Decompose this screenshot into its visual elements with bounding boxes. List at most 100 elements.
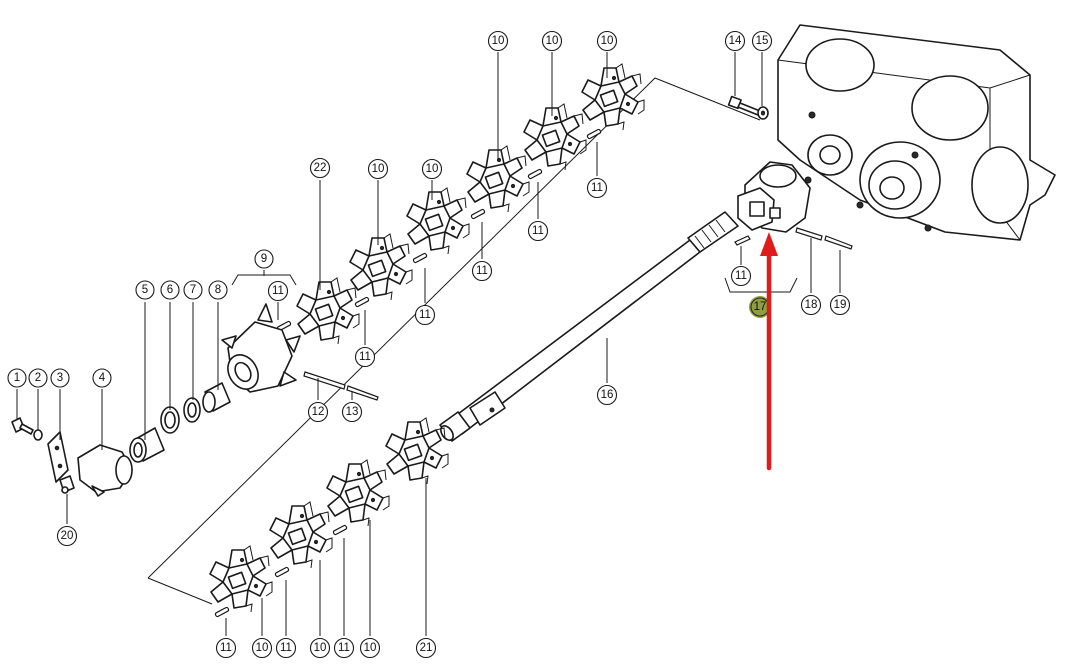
callout-10: 10 [359, 637, 381, 659]
callout-14: 14 [724, 30, 746, 52]
svg-text:11: 11 [338, 642, 350, 654]
washer-2 [33, 429, 43, 441]
leader-lines [16, 52, 841, 636]
pin-upper-c [412, 252, 428, 264]
bearing-8 [202, 382, 231, 413]
callout-11: 11 [275, 637, 297, 659]
callout-9: 9 [254, 249, 274, 269]
bushing-5 [129, 427, 165, 463]
svg-text:11: 11 [591, 182, 603, 194]
plate-3 [47, 431, 69, 483]
callout-20: 20 [56, 525, 78, 547]
rod-13 [346, 385, 379, 401]
svg-text:20: 20 [61, 530, 74, 542]
callout-13: 13 [341, 401, 363, 423]
callout-16: 16 [596, 384, 618, 406]
svg-text:11: 11 [735, 270, 747, 282]
svg-text:5: 5 [142, 284, 148, 296]
washer-15 [757, 106, 769, 120]
svg-text:11: 11 [359, 351, 371, 363]
callout-10: 10 [487, 30, 509, 52]
svg-text:10: 10 [364, 642, 377, 654]
svg-text:11: 11 [280, 642, 292, 654]
callout-11: 11 [267, 280, 289, 302]
pin-lower-a [214, 606, 230, 618]
ring-6 [160, 406, 180, 434]
callout-11: 11 [414, 304, 436, 326]
callout-10: 10 [309, 637, 331, 659]
callout-11: 11 [471, 260, 493, 282]
bolt-14 [727, 95, 761, 116]
callout-11: 11 [354, 346, 376, 368]
callout-1: 1 [7, 368, 27, 388]
callout-15: 15 [751, 30, 773, 52]
callout-11: 11 [586, 177, 608, 199]
bracket-9 [231, 274, 297, 286]
svg-text:1: 1 [14, 372, 20, 384]
gearbox-housing [777, 24, 1056, 241]
shaft-16 [439, 211, 739, 442]
pin-lower-b [274, 566, 290, 578]
svg-text:11: 11 [220, 642, 232, 654]
callout-8: 8 [208, 280, 228, 300]
callout-6: 6 [160, 280, 180, 300]
callout-3: 3 [50, 368, 70, 388]
callout-11: 11 [215, 637, 237, 659]
callout-18: 18 [800, 294, 822, 316]
coupling-17 [737, 161, 811, 233]
callout-22: 22 [309, 157, 331, 179]
rotor-upper-1 [349, 233, 413, 301]
callout-19: 19 [829, 294, 851, 316]
callout-21: 21 [415, 637, 437, 659]
callout-10: 10 [367, 158, 389, 180]
svg-text:22: 22 [314, 162, 327, 174]
callout-5: 5 [135, 280, 155, 300]
svg-text:15: 15 [756, 35, 769, 47]
svg-text:10: 10 [546, 35, 559, 47]
svg-text:16: 16 [601, 389, 614, 401]
rotor-lower-2 [269, 501, 333, 569]
callout-10: 10 [421, 158, 443, 180]
callouts: 1 2 3 4 5 6 7 8 9 10 10 10 10 10 10 10 1… [7, 30, 851, 659]
pin-lower-c [332, 524, 348, 536]
svg-text:10: 10 [426, 163, 439, 175]
red-indicator-arrow [760, 232, 778, 471]
svg-text:9: 9 [261, 253, 267, 265]
pin-upper-b [354, 296, 370, 308]
svg-text:11: 11 [272, 285, 284, 297]
svg-text:13: 13 [346, 406, 359, 418]
elbow-housing-4 [77, 444, 133, 497]
callout-2: 2 [28, 368, 48, 388]
svg-text:11: 11 [419, 309, 431, 321]
svg-text:3: 3 [57, 372, 63, 384]
svg-text:10: 10 [372, 163, 385, 175]
callout-12: 12 [307, 401, 329, 423]
rotor-upper-4 [523, 103, 587, 171]
svg-text:21: 21 [420, 642, 433, 654]
callout-10: 10 [541, 30, 563, 52]
pin-upper-e [527, 168, 543, 180]
svg-text:18: 18 [805, 299, 818, 311]
bearing-7 [183, 397, 201, 423]
callout-10: 10 [251, 637, 273, 659]
svg-text:17: 17 [754, 301, 767, 313]
svg-text:11: 11 [476, 265, 488, 277]
bolt-1 [11, 417, 34, 435]
svg-text:7: 7 [190, 284, 196, 296]
svg-text:2: 2 [35, 372, 41, 384]
pin-upper-d [470, 208, 486, 220]
rotor-21 [385, 417, 449, 485]
callout-17-highlighted: 17 [749, 296, 771, 318]
svg-text:12: 12 [312, 406, 325, 418]
grease-nipple-20 [59, 475, 75, 494]
rotor-lower-1 [209, 545, 273, 613]
svg-text:10: 10 [601, 35, 614, 47]
pin-11-coupling [734, 235, 751, 246]
pin-19 [824, 235, 853, 250]
rotor-upper-5 [581, 63, 645, 131]
svg-text:11: 11 [532, 225, 544, 237]
hub-9 [221, 303, 301, 393]
svg-text:10: 10 [314, 642, 327, 654]
callout-11: 11 [730, 265, 752, 287]
